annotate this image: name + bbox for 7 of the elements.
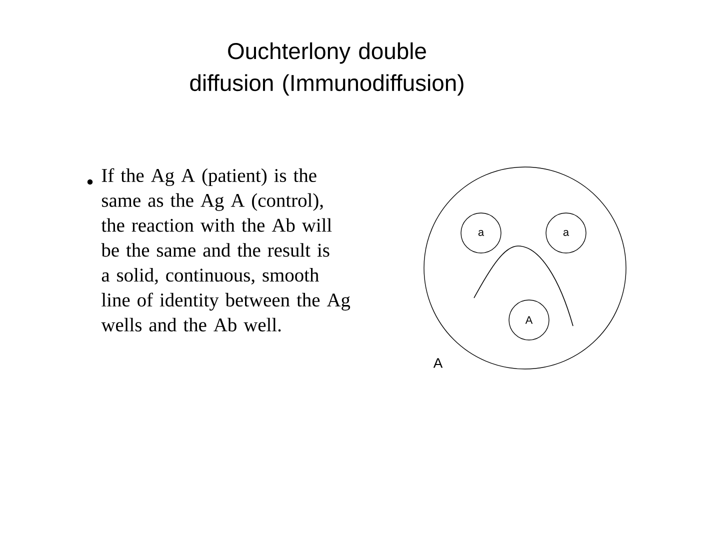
bullet-text: If the Ag A (patient) is the same as the Ag A (control), the reaction with the Ab will be the same and the result is a solid, continuous, smooth line of identity between the Ag wells and the Ab well. (101, 168, 350, 332)
slide-title: Ouchterlony double diffusion (Immunodiffusion) (190, 42, 464, 96)
well: a (460, 212, 502, 254)
well: A (508, 300, 550, 340)
panel-label: A (433, 358, 443, 368)
well: a (546, 212, 586, 254)
gel-plate (424, 166, 626, 370)
